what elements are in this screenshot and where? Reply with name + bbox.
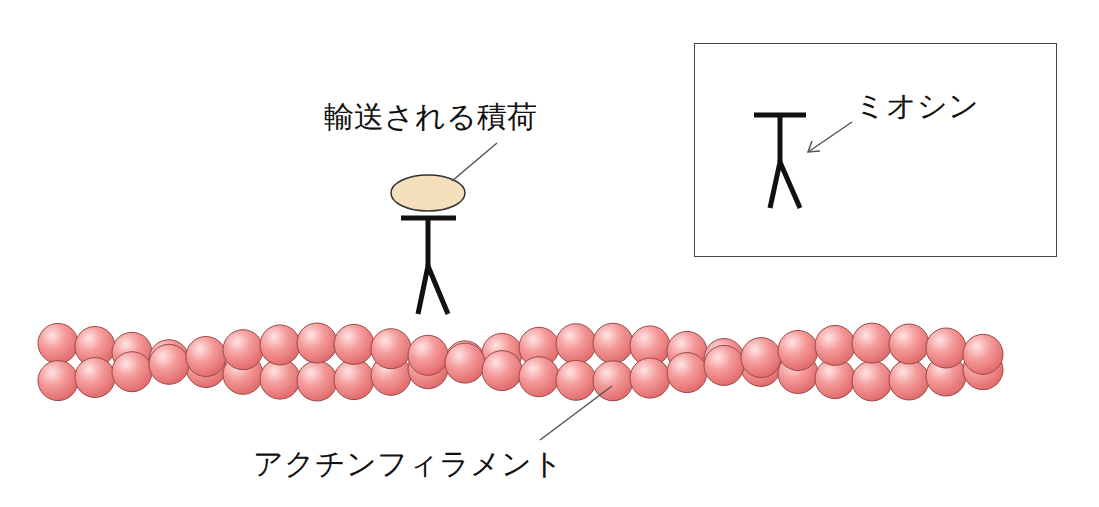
actin-bead [815, 325, 855, 365]
actin-bead [75, 358, 115, 398]
actin-bead [630, 358, 670, 398]
actin-bead [667, 353, 707, 393]
pointer-arrow [808, 122, 852, 152]
actin-bead [704, 345, 744, 385]
myosin-symbol [754, 115, 806, 208]
actin-bead [186, 337, 226, 377]
actin-bead [889, 360, 929, 400]
actin-bead [112, 352, 152, 392]
actin-bead [408, 335, 448, 375]
actin-bead [445, 343, 485, 383]
actin-bead [889, 324, 929, 364]
actin-bead [556, 324, 596, 364]
actin-bead [519, 357, 559, 397]
actin-bead [926, 328, 966, 368]
part-label: アクチンフィラメント [253, 446, 563, 482]
actin-bead [260, 325, 300, 365]
actin-bead [963, 334, 1003, 374]
actin-bead [482, 351, 522, 391]
actin-bead [778, 331, 818, 371]
actin-bead [593, 323, 633, 363]
actin-bead [741, 338, 781, 378]
actin-bead [371, 329, 411, 369]
part-label: ミオシン [855, 88, 979, 124]
actin-bead [852, 323, 892, 363]
actin-bead [593, 361, 633, 401]
actin-bead [334, 324, 374, 364]
myosin-figure [401, 218, 456, 314]
part-label: 輸送される積荷 [324, 99, 537, 135]
actin-bead [334, 360, 374, 400]
actin-bead [556, 360, 596, 400]
actin-bead [223, 330, 263, 370]
leader-line [452, 143, 497, 181]
leader-line [540, 386, 612, 440]
actin-filament [38, 323, 1003, 401]
actin-bead [38, 361, 78, 401]
cargo [391, 175, 465, 211]
inset-box: ミオシン [694, 43, 1057, 257]
actin-bead [38, 323, 78, 363]
actin-bead [297, 323, 337, 363]
actin-bead [852, 361, 892, 401]
actin-bead [297, 361, 337, 401]
actin-bead [149, 344, 189, 384]
